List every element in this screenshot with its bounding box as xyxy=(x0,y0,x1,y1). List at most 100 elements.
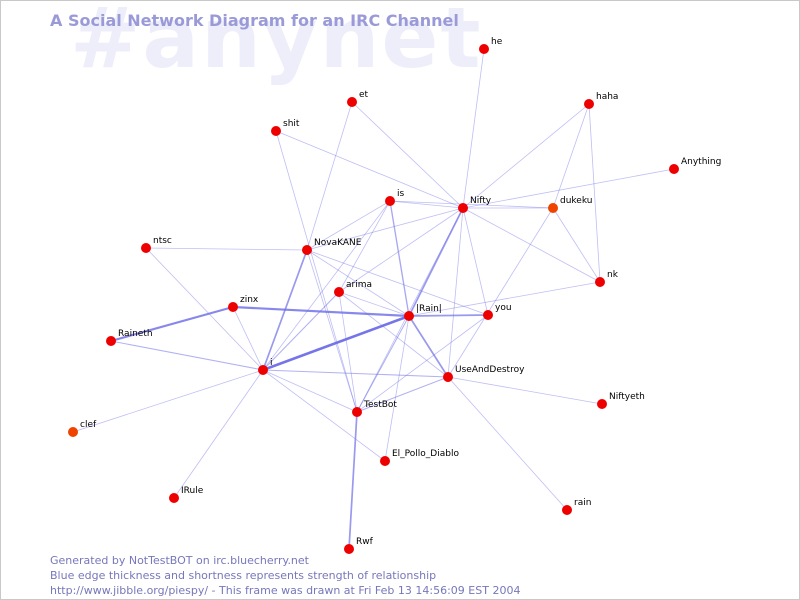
node-label: Niftyeth xyxy=(609,392,645,402)
node-dot xyxy=(68,427,78,437)
node-nk: nk xyxy=(595,270,619,287)
edge-is-NovaKANE xyxy=(306,200,391,251)
node-label: TestBot xyxy=(363,400,397,410)
edge-is-i xyxy=(262,200,391,371)
node-label: rain xyxy=(574,498,591,508)
edge-Nifty-haha xyxy=(462,103,590,209)
edge-NovaKANE-TestBot xyxy=(306,249,358,413)
edge-Nifty-UseAndDestroy xyxy=(447,207,464,378)
channel-watermark: #anynet xyxy=(70,0,483,87)
node-Rain: |Rain| xyxy=(404,304,442,321)
footer: Generated by NotTestBOT on irc.bluecherr… xyxy=(50,553,520,598)
edge-is-dukeku xyxy=(389,200,554,209)
edge-i-UseAndDestroy xyxy=(262,369,449,378)
node-rain: rain xyxy=(562,498,591,515)
node-label: |Rain| xyxy=(416,304,442,314)
diagram-title: A Social Network Diagram for an IRC Chan… xyxy=(50,11,459,30)
edge-i-clef xyxy=(72,369,264,433)
edge-Nifty-shit xyxy=(275,130,464,209)
node-dot xyxy=(443,372,453,382)
edge-arima-TestBot xyxy=(338,291,358,413)
node-label: Rwf xyxy=(356,537,374,547)
edge-i-NovaKANE xyxy=(262,249,308,371)
node-dot xyxy=(380,456,390,466)
node-label: is xyxy=(397,189,405,199)
edge-Nifty-you xyxy=(462,207,489,316)
node-label: nk xyxy=(607,270,619,280)
edge-Raineth-zinx xyxy=(109,305,235,343)
node-label: clef xyxy=(80,420,97,430)
edge-Rain-you xyxy=(408,314,489,317)
edge-Nifty-et xyxy=(351,101,464,209)
edge-i-Raineth xyxy=(110,340,264,371)
node-label: IRule xyxy=(181,486,204,496)
edge-arima-Rain xyxy=(338,291,410,317)
edge-TestBot-Rwf xyxy=(348,411,358,550)
node-label: UseAndDestroy xyxy=(455,365,525,375)
node-dot xyxy=(334,287,344,297)
edge-you-TestBot xyxy=(356,314,489,413)
edge-dukeku-UseAndDestroy xyxy=(447,207,554,378)
edge-Nifty-TestBot xyxy=(356,207,464,413)
node-dot xyxy=(479,44,489,54)
node-you: you xyxy=(483,303,512,320)
edge-ntsc-NovaKANE xyxy=(145,247,308,251)
edge-et-NovaKANE xyxy=(306,101,353,251)
edge-Nifty-arima xyxy=(338,207,464,293)
node-label: et xyxy=(359,90,369,100)
node-ElPollo: El_Pollo_Diablo xyxy=(380,449,459,466)
node-IRule: IRule xyxy=(169,486,204,503)
node-dot xyxy=(458,203,468,213)
edge-dukeku-nk xyxy=(552,207,601,283)
edge-is-arima xyxy=(338,200,391,293)
node-dot xyxy=(169,493,179,503)
node-label: haha xyxy=(596,92,618,102)
node-label: NovaKANE xyxy=(314,238,362,248)
edge-NovaKANE-Rain xyxy=(306,249,410,317)
edge-shit-TestBot xyxy=(275,130,358,413)
edge-Rain-TestBot xyxy=(356,315,410,413)
edge-Nifty-he xyxy=(462,48,485,209)
edge-i-Rain xyxy=(261,314,411,372)
node-label: he xyxy=(491,37,503,47)
node-label: Nifty xyxy=(470,196,492,206)
node-is: is xyxy=(385,189,405,206)
edge-arima-UseAndDestroy xyxy=(338,291,449,378)
edge-dukeku-haha xyxy=(552,103,590,209)
edge-i-zinx xyxy=(232,306,264,371)
node-Niftyeth: Niftyeth xyxy=(597,392,645,409)
node-i: i xyxy=(258,358,273,375)
edge-NovaKANE-you xyxy=(306,249,489,316)
node-Raineth: Raineth xyxy=(106,329,153,346)
node-Anything: Anything xyxy=(669,157,721,174)
node-dot xyxy=(404,311,414,321)
node-label: ntsc xyxy=(153,236,172,246)
node-dot xyxy=(584,99,594,109)
footer-generated-by: Generated by NotTestBOT on irc.bluecherr… xyxy=(50,554,309,567)
node-dot xyxy=(228,302,238,312)
node-label: i xyxy=(270,358,273,368)
edge-Nifty-nk xyxy=(462,207,601,283)
node-he: he xyxy=(479,37,503,54)
node-label: shit xyxy=(283,119,300,129)
edge-i-TestBot xyxy=(262,369,358,413)
node-dot xyxy=(344,544,354,554)
node-dot xyxy=(271,126,281,136)
node-dukeku: dukeku xyxy=(548,196,592,213)
footer-source-link[interactable]: http://www.jibble.org/piespy/ - This fra… xyxy=(50,584,521,597)
node-dot xyxy=(669,164,679,174)
node-dot xyxy=(258,365,268,375)
node-label: Raineth xyxy=(118,329,153,339)
node-label: you xyxy=(495,303,512,313)
node-Nifty: Nifty xyxy=(458,196,492,213)
node-TestBot: TestBot xyxy=(352,400,397,417)
node-label: El_Pollo_Diablo xyxy=(392,449,459,459)
node-dot xyxy=(347,97,357,107)
node-zinx: zinx xyxy=(228,295,259,312)
edge-zinx-Rain xyxy=(231,305,411,318)
node-label: arima xyxy=(346,280,372,290)
node-dot xyxy=(141,243,151,253)
node-dot xyxy=(562,505,572,515)
